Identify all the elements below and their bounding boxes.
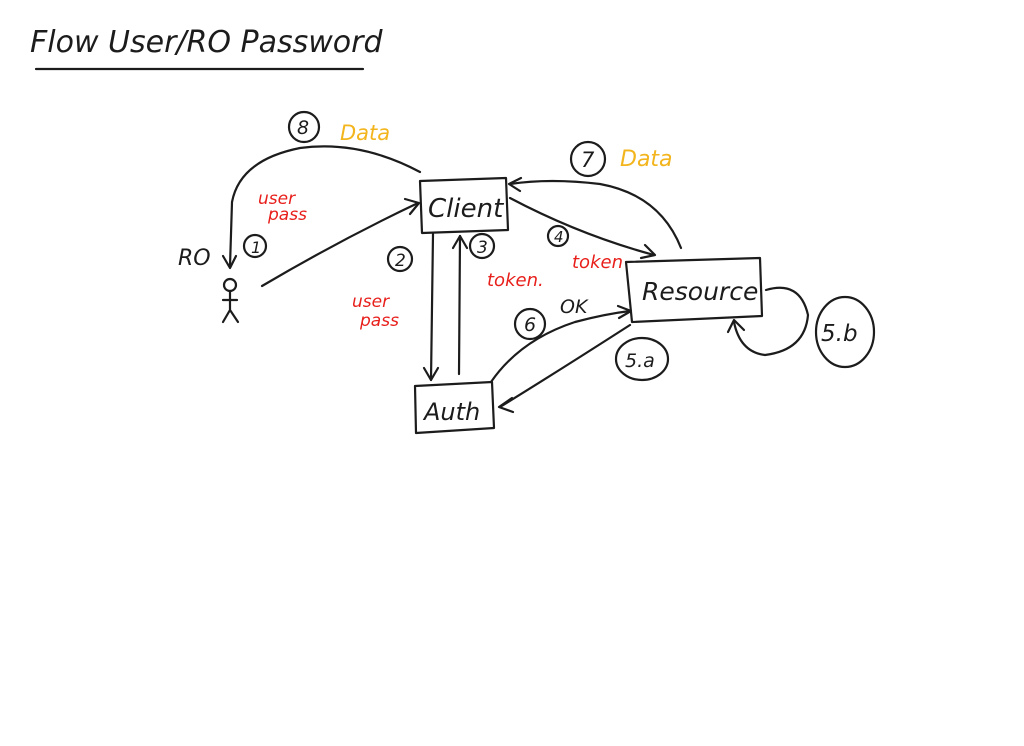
page-title: Flow User/RO Password xyxy=(30,25,383,60)
resource-node: Resource xyxy=(624,256,764,324)
arrow-6-head xyxy=(616,304,633,320)
arrow-step-5b: 5.b xyxy=(726,286,876,369)
step-1-circle xyxy=(242,233,268,259)
step-8-circle xyxy=(287,110,321,144)
auth-box xyxy=(413,380,496,435)
actor-head xyxy=(222,277,238,293)
user-pass-1-line1: user xyxy=(258,189,296,209)
resource-owner-actor: RO xyxy=(178,246,240,324)
step-6-number: 6 xyxy=(524,314,536,336)
step-7-circle xyxy=(569,140,607,178)
user-pass-2-line2: pass xyxy=(359,311,399,331)
user-pass-2-line1: user xyxy=(352,292,390,312)
token-4-label: token xyxy=(572,252,623,273)
step-5b-circle xyxy=(814,295,876,369)
auth-label: Auth xyxy=(422,398,480,426)
arrow-step-2: 2 user pass xyxy=(352,232,440,382)
step-7-number: 7 xyxy=(581,148,595,172)
arrow-4-line xyxy=(508,196,656,257)
arrow-4-head xyxy=(639,243,657,260)
user-pass-1-line2: pass xyxy=(267,205,307,225)
arrow-step-1: 1 user pass xyxy=(242,189,421,288)
arrow-step-8: 8 Data xyxy=(221,110,422,270)
arrow-step-4: 4 token xyxy=(508,196,657,273)
arrow-5b-head xyxy=(726,318,746,334)
client-label: Client xyxy=(428,194,504,224)
step-5b-number: 5.b xyxy=(821,321,858,347)
step-1-number: 1 xyxy=(251,238,261,257)
arrow-3-line xyxy=(457,234,462,376)
client-node: Client xyxy=(418,176,510,235)
arrow-5a-line xyxy=(498,323,632,409)
arrow-5b-line xyxy=(732,286,810,357)
arrow-step-7: 7 Data xyxy=(507,140,683,250)
step-8-number: 8 xyxy=(297,117,309,139)
arrow-5a-head xyxy=(497,396,515,414)
actor-body xyxy=(221,289,240,324)
data-8-label: Data xyxy=(340,121,390,145)
step-6-circle xyxy=(513,307,547,341)
arrow-6-line xyxy=(489,309,632,384)
arrow-step-6: 6 OK xyxy=(489,296,633,384)
arrow-1-line xyxy=(260,201,420,288)
client-box xyxy=(418,176,510,235)
step-4-circle xyxy=(546,224,570,248)
step-5a-circle xyxy=(614,336,670,382)
data-7-label: Data xyxy=(620,147,673,172)
resource-label: Resource xyxy=(642,277,758,306)
actor-label: RO xyxy=(178,246,211,271)
ok-6-label: OK xyxy=(560,296,589,318)
arrow-step-3: 3 token. xyxy=(451,232,544,376)
step-5a-number: 5.a xyxy=(625,350,655,372)
token-3-label: token. xyxy=(487,270,544,291)
arrow-2-head xyxy=(422,366,440,382)
step-2-number: 2 xyxy=(395,251,406,271)
step-3-number: 3 xyxy=(477,238,488,258)
step-4-number: 4 xyxy=(554,228,564,246)
arrow-step-5a: 5.a xyxy=(497,323,670,414)
arrow-3-head xyxy=(451,234,469,250)
step-3-circle xyxy=(468,232,496,260)
arrow-2-line xyxy=(429,232,435,382)
auth-node: Auth xyxy=(413,380,496,435)
arrow-8-head xyxy=(221,254,238,270)
arrow-8-line xyxy=(228,145,422,268)
arrow-7-head xyxy=(507,176,523,193)
arrow-1-head xyxy=(403,197,421,216)
step-2-circle xyxy=(386,245,414,273)
arrow-7-line xyxy=(508,179,683,250)
resource-box xyxy=(624,256,764,324)
